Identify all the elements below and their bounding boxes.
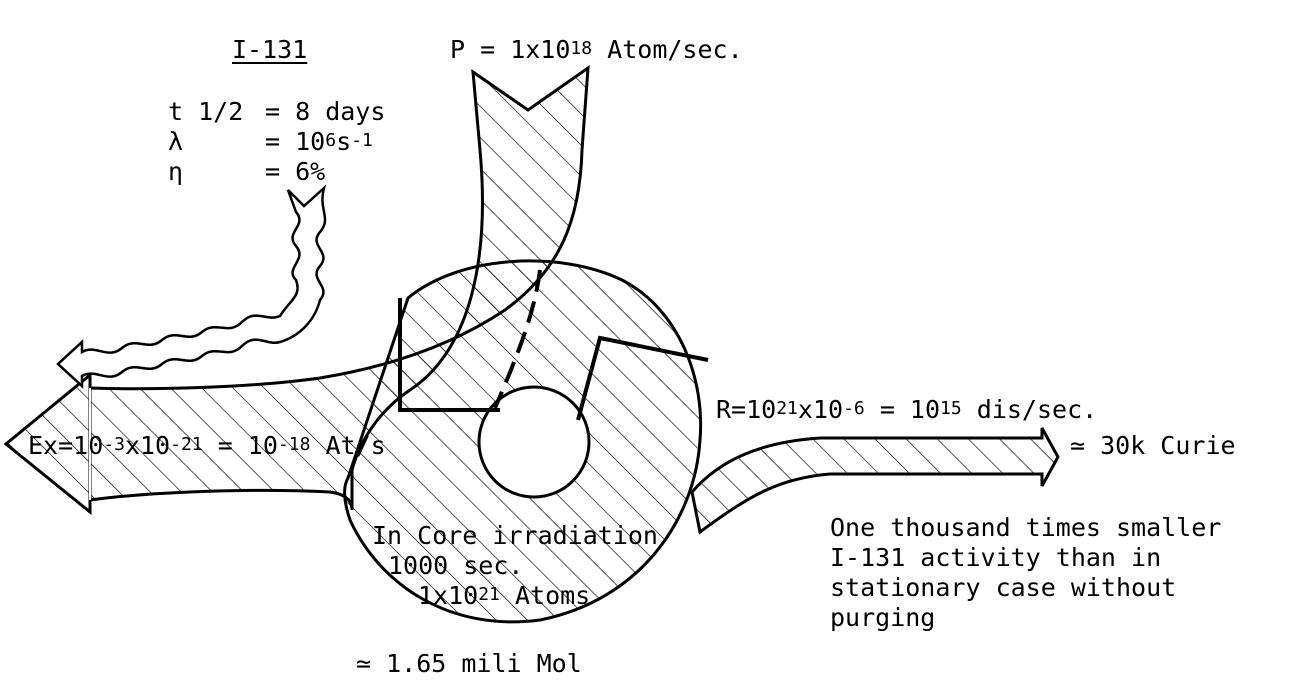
core-line-2: 1000 sec. xyxy=(388,551,524,580)
yield-value: = 6% xyxy=(265,157,326,186)
core-boundary-left xyxy=(398,298,500,412)
core-atoms-b: Atoms xyxy=(514,581,591,610)
production-unit: Atom/sec. xyxy=(607,35,743,64)
production-rate: P = 1x1018 Atom/sec. xyxy=(450,36,743,67)
ex-a: Ex=10 xyxy=(28,431,104,460)
r-e3: 15 xyxy=(940,398,962,419)
decay-const-mid: s xyxy=(336,127,352,156)
gas-escape-arrow xyxy=(56,184,327,389)
r-e2: -6 xyxy=(843,398,865,419)
production-exp: 18 xyxy=(570,38,593,59)
production-lhs: P = 1x10 xyxy=(450,35,571,64)
isotope-title: I-131 xyxy=(232,35,308,64)
moles-label: ≃ 1.65 mili Mol xyxy=(356,649,582,678)
decay-const-symbol: λ xyxy=(168,127,184,156)
r-a: R=10 xyxy=(716,395,777,424)
fuel-sphere xyxy=(477,385,591,499)
ex-c: = 10 xyxy=(217,431,278,460)
half-life-value: = 8 days xyxy=(265,97,386,126)
comparison-line-1: One thousand times smaller xyxy=(830,513,1222,542)
decay-arrow xyxy=(690,427,1060,535)
core-atoms-a: 1x10 xyxy=(418,581,479,610)
core-atoms-exp: 21 xyxy=(478,584,500,605)
comparison-line-2: I-131 activity than in xyxy=(830,543,1162,572)
core-boundary-right xyxy=(576,335,709,421)
r-c: = 10 xyxy=(879,395,941,424)
r-d: dis/sec. xyxy=(976,395,1098,424)
comparison-line-4: purging xyxy=(830,603,936,632)
ex-d: At/s xyxy=(325,431,386,460)
r-e1: 21 xyxy=(776,398,798,419)
core-atoms: 1x1021 Atoms xyxy=(418,582,590,613)
half-life-symbol: t 1/2 xyxy=(168,97,244,126)
decay-const-exp1: 6 xyxy=(325,130,337,151)
inlet-channel xyxy=(88,64,590,511)
core-line-1: In Core irradiation xyxy=(372,521,658,550)
decay-const-base: = 10 xyxy=(265,127,326,156)
ex-e2: -21 xyxy=(170,434,203,455)
activity-label: ≃ 30k Curie xyxy=(1070,431,1236,460)
ex-e3: -18 xyxy=(277,434,311,455)
comparison-line-3: stationary case without xyxy=(830,573,1177,602)
ex-b: x10 xyxy=(124,431,171,460)
extraction-arrow xyxy=(3,371,92,516)
r-b: x10 xyxy=(797,395,844,424)
ex-e1: -3 xyxy=(103,434,125,455)
yield-symbol: η xyxy=(168,157,184,186)
decay-const-exp2: -1 xyxy=(351,130,373,151)
decay-rate-formula: R=1021x10-6 = 1015 dis/sec. xyxy=(716,396,1097,427)
decay-const-value: = 106s-1 xyxy=(265,128,373,159)
extraction-formula: Ex=10-3x10-21 = 10-18 At/s xyxy=(28,432,386,463)
dashed-channel xyxy=(493,269,542,409)
